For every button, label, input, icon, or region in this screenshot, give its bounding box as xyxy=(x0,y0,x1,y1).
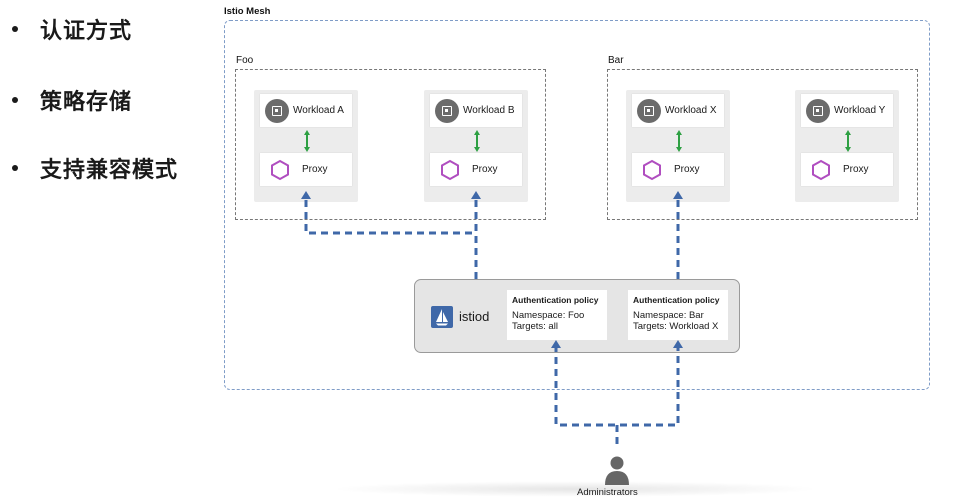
namespace-bar xyxy=(607,69,918,220)
double-arrow-icon xyxy=(304,130,310,152)
arrowhead xyxy=(673,191,683,199)
istio-mesh-boundary xyxy=(224,20,930,390)
workload-pod-x: Workload X Proxy xyxy=(626,90,730,202)
policy-title: Authentication policy xyxy=(512,295,599,305)
bullet-text: 支持兼容模式 xyxy=(40,158,179,183)
user-icon xyxy=(605,456,629,485)
workload-pod-b: Workload B Proxy xyxy=(424,90,528,202)
policy-card-bar: Authentication policy Namespace: Bar Tar… xyxy=(628,290,728,340)
connector-admin-policies xyxy=(554,345,680,427)
workload-name: Workload Y xyxy=(834,105,886,116)
proxy-label: Proxy xyxy=(674,164,700,175)
workload-pod-y: Workload Y Proxy xyxy=(795,90,899,202)
bullet-text: 策略存储 xyxy=(40,90,133,115)
bullet-item: 策略存储 xyxy=(12,84,132,116)
bullet-dot xyxy=(12,165,18,171)
namespace-label-bar: Bar xyxy=(608,55,624,66)
arrowhead xyxy=(471,191,481,199)
chip-icon xyxy=(265,98,289,123)
chip-icon xyxy=(637,98,661,123)
workload-name: Workload X xyxy=(665,105,717,116)
policy-namespace: Namespace: Bar xyxy=(633,310,704,321)
workload-name: Workload B xyxy=(463,105,515,116)
workload-card: Workload A xyxy=(260,94,352,127)
chip-icon xyxy=(435,98,459,123)
namespace-foo xyxy=(235,69,546,220)
workload-name: Workload A xyxy=(293,105,344,116)
workload-card: Workload Y xyxy=(801,94,893,127)
policy-card-foo: Authentication policy Namespace: Foo Tar… xyxy=(507,290,607,340)
bullet-dot xyxy=(12,26,18,32)
policy-targets: Targets: Workload X xyxy=(633,321,719,332)
proxy-card: Proxy xyxy=(260,153,352,186)
chip-icon xyxy=(806,98,830,123)
proxy-label: Proxy xyxy=(472,164,498,175)
policy-title: Authentication policy xyxy=(633,295,720,305)
workload-card: Workload B xyxy=(430,94,522,127)
double-arrow-icon xyxy=(474,130,480,152)
connector-proxy-a xyxy=(304,200,476,235)
arrowhead xyxy=(673,340,683,348)
hexagon-icon xyxy=(441,159,459,180)
namespace-label-foo: Foo xyxy=(236,55,254,66)
proxy-card: Proxy xyxy=(430,153,522,186)
bullet-item: 支持兼容模式 xyxy=(12,152,178,184)
bullet-text: 认证方式 xyxy=(40,19,133,44)
mesh-label: Istio Mesh xyxy=(224,6,271,17)
proxy-card: Proxy xyxy=(632,153,724,186)
bullet-list: 认证方式 策略存储 支持兼容模式 xyxy=(0,0,215,220)
double-arrow-icon xyxy=(845,130,851,152)
proxy-card: Proxy xyxy=(801,153,893,186)
arrowhead xyxy=(301,191,311,199)
policy-namespace: Namespace: Foo xyxy=(512,310,585,321)
hexagon-icon xyxy=(643,159,661,180)
istio-logo-icon xyxy=(431,306,453,328)
proxy-label: Proxy xyxy=(843,164,869,175)
policy-targets: Targets: all xyxy=(512,321,558,332)
istiod-box: istiod Authentication policy Namespace: … xyxy=(414,279,740,353)
workload-pod-a: Workload A Proxy xyxy=(254,90,358,202)
workload-card: Workload X xyxy=(632,94,724,127)
arrowhead xyxy=(551,340,561,348)
istiod-label: istiod xyxy=(459,309,490,324)
administrators-label: Administrators xyxy=(577,487,638,498)
hexagon-icon xyxy=(271,159,289,180)
hexagon-icon xyxy=(812,159,830,180)
proxy-label: Proxy xyxy=(302,164,328,175)
bullet-dot xyxy=(12,97,18,103)
bullet-item: 认证方式 xyxy=(12,13,132,45)
double-arrow-icon xyxy=(676,130,682,152)
floor-shadow xyxy=(330,481,820,497)
